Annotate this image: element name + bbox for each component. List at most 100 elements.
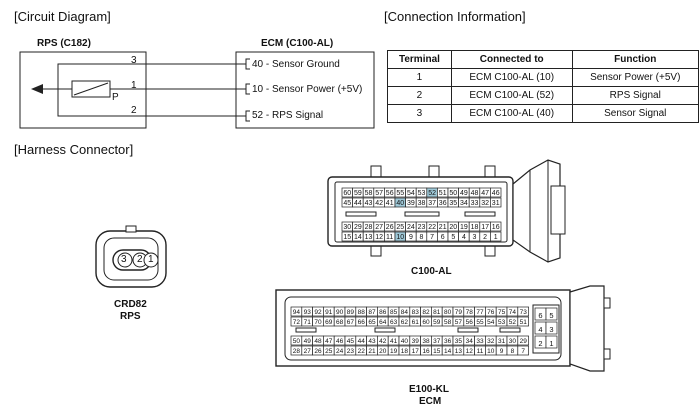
pin-number: 31 — [498, 338, 506, 345]
pin-number: 38 — [418, 200, 426, 207]
pin-number: 45 — [347, 338, 355, 345]
pin-number: 84 — [401, 309, 409, 316]
pin-label-3: 3 — [131, 55, 137, 66]
ecm-label-52: 52 - RPS Signal — [252, 110, 324, 121]
pin-number: 5 — [549, 311, 553, 320]
pin-number: 24 — [407, 224, 415, 231]
ecm-box — [235, 51, 375, 129]
pin-number: 2 — [483, 234, 487, 241]
pin-number: 82 — [422, 309, 430, 316]
pin-number: 42 — [375, 200, 383, 207]
pin-number: 55 — [396, 190, 404, 197]
pin-number: 3 — [549, 325, 553, 334]
wiper-line — [73, 82, 109, 96]
pin-number: 15 — [343, 234, 351, 241]
table-row: 2 ECM C100-AL (52) RPS Signal — [387, 86, 699, 105]
pin-number: 87 — [368, 309, 376, 316]
pin-number: 47 — [325, 338, 333, 345]
motion-arrow-head — [31, 84, 43, 94]
ecm-title: ECM (C100-AL) — [261, 38, 334, 49]
pin-number: 4 — [462, 234, 466, 241]
crd-pin-3: 3 — [121, 254, 127, 265]
pin-number: 56 — [386, 190, 394, 197]
pin-number: 50 — [293, 338, 301, 345]
pin-number: 23 — [418, 224, 426, 231]
pin-number: 33 — [471, 200, 479, 207]
pin-cell — [545, 321, 558, 335]
pin-cell — [545, 335, 558, 349]
cell-terminal: 3 — [387, 104, 452, 123]
pin-number: 74 — [509, 309, 517, 316]
pin-number: 37 — [428, 200, 436, 207]
pin-number: 12 — [375, 234, 383, 241]
pin-number: 51 — [520, 319, 528, 326]
pin-number: 4 — [538, 325, 542, 334]
pin-cell — [490, 231, 502, 242]
cell-function: Sensor Signal — [571, 104, 699, 123]
c100-name: C100-AL — [411, 266, 452, 277]
pin-number: 20 — [379, 348, 387, 355]
pin-number: 53 — [418, 190, 426, 197]
pin-number: 62 — [401, 319, 409, 326]
pin-number: 23 — [347, 348, 355, 355]
pin-number: 37 — [433, 338, 441, 345]
pin-number: 13 — [455, 348, 463, 355]
pin-number: 25 — [396, 224, 404, 231]
pin-number: 60 — [422, 319, 430, 326]
pin-number: 35 — [455, 338, 463, 345]
pin-number: 39 — [412, 338, 420, 345]
pin-number: 16 — [422, 348, 430, 355]
pin-number: 51 — [439, 190, 447, 197]
crd-pin-2: 2 — [137, 254, 143, 265]
pin-number: 83 — [412, 309, 420, 316]
pin-number: 5 — [451, 234, 455, 241]
pin-number: 9 — [500, 348, 504, 355]
pin-number: 40 — [396, 200, 404, 207]
harness-connector-heading: [Harness Connector] — [14, 142, 134, 157]
pin-number: 22 — [358, 348, 366, 355]
pin-number: 72 — [293, 319, 301, 326]
pin-number: 58 — [444, 319, 452, 326]
ecm-label-40: 40 - Sensor Ground — [252, 59, 340, 70]
pin-number: 7 — [521, 348, 525, 355]
pin-number: 90 — [336, 309, 344, 316]
pin-number: 41 — [386, 200, 394, 207]
pin-number: 54 — [487, 319, 495, 326]
pin-cell — [490, 197, 502, 208]
pin-number: 20 — [449, 224, 457, 231]
pin-number: 9 — [409, 234, 413, 241]
pin-cell — [545, 307, 558, 321]
ecm-label-10: 10 - Sensor Power (+5V) — [252, 84, 363, 95]
pin-number: 39 — [407, 200, 415, 207]
pin-number: 19 — [460, 224, 468, 231]
pin-number: 28 — [365, 224, 373, 231]
pin-number: 71 — [304, 319, 312, 326]
pin-number: 63 — [390, 319, 398, 326]
pin-number: 76 — [487, 309, 495, 316]
pin-number: 35 — [449, 200, 457, 207]
pin-number: 3 — [473, 234, 477, 241]
pin-number: 19 — [390, 348, 398, 355]
pin-number: 55 — [476, 319, 484, 326]
pin-number: 8 — [420, 234, 424, 241]
pin-number: 50 — [449, 190, 457, 197]
pin-cell — [517, 316, 529, 327]
pin-number: 52 — [509, 319, 517, 326]
pin-number: 47 — [481, 190, 489, 197]
pin-number: 38 — [422, 338, 430, 345]
table-row: 3 ECM C100-AL (40) Sensor Signal — [387, 104, 699, 123]
pin-number: 94 — [293, 309, 301, 316]
e100-name: E100-KL — [409, 384, 450, 395]
pin-number: 2 — [538, 339, 542, 348]
pin-number: 81 — [433, 309, 441, 316]
pin-number: 40 — [401, 338, 409, 345]
pin-number: 11 — [477, 348, 484, 355]
pin-number: 1 — [549, 339, 553, 348]
crd-pin-1: 1 — [148, 254, 154, 265]
pin-number: 18 — [471, 224, 479, 231]
pin-cell — [490, 187, 502, 198]
rps-title: RPS (C182) — [37, 38, 91, 49]
